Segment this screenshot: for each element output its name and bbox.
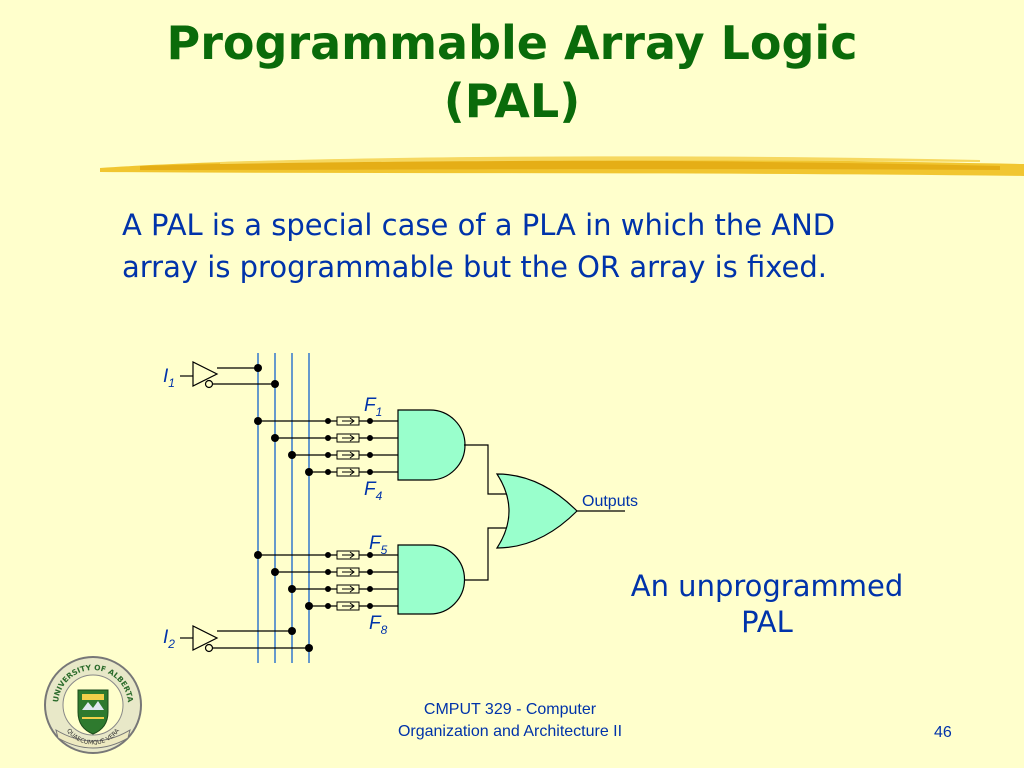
fuse (325, 601, 373, 611)
fuse-f1-label: F1 (364, 395, 382, 419)
caption-line-2: PAL (741, 605, 793, 639)
or-gate (495, 473, 578, 549)
product-lines (258, 420, 398, 607)
connection-dots (254, 364, 313, 652)
title-line-2: (PAL) (443, 74, 581, 128)
input-lines (257, 353, 310, 663)
footer-line-1: CMPUT 329 - Computer (423, 701, 597, 718)
input-1-label: I1 (163, 366, 175, 390)
page-number: 46 (934, 724, 952, 741)
input-buffer-2 (180, 625, 309, 653)
fuse (325, 450, 373, 460)
fuse (325, 550, 373, 560)
slide-body: A PAL is a special case of a PLA in whic… (122, 204, 882, 288)
fuse (325, 467, 373, 477)
fuse (325, 416, 373, 426)
fuse-f4-label: F4 (364, 479, 383, 503)
fuse-f8-label: F8 (369, 613, 388, 637)
caption-line-1: An unprogrammed (630, 569, 904, 603)
and-gate-1 (397, 409, 466, 481)
university-logo: UNIVERSITY OF ALBERTA QUAECUMQUE VERA (44, 656, 142, 754)
gate-wires (464, 444, 625, 581)
title-line-1: Programmable Array Logic (166, 16, 858, 70)
body-line-2: array is programmable but the OR array i… (122, 250, 828, 284)
slide-title: Programmable Array Logic (PAL) (0, 14, 1024, 130)
slide-footer: CMPUT 329 - Computer Organization and Ar… (340, 699, 680, 743)
outputs-label: Outputs (582, 493, 638, 510)
footer-line-2: Organization and Architecture II (397, 723, 623, 740)
input-2-label: I2 (163, 627, 175, 651)
fuse (325, 567, 373, 577)
fuse-f5-label: F5 (369, 533, 388, 557)
fuses-group-2 (325, 550, 373, 611)
diagram-caption: An unprogrammed PAL (612, 568, 922, 640)
fuses-group-1 (325, 416, 373, 477)
and-gate-2 (397, 544, 466, 615)
body-line-1: A PAL is a special case of a PLA in whic… (122, 208, 836, 242)
fuse (325, 584, 373, 594)
fuse (325, 433, 373, 443)
input-buffer-1 (180, 361, 275, 389)
title-underline-brush (100, 156, 1024, 176)
